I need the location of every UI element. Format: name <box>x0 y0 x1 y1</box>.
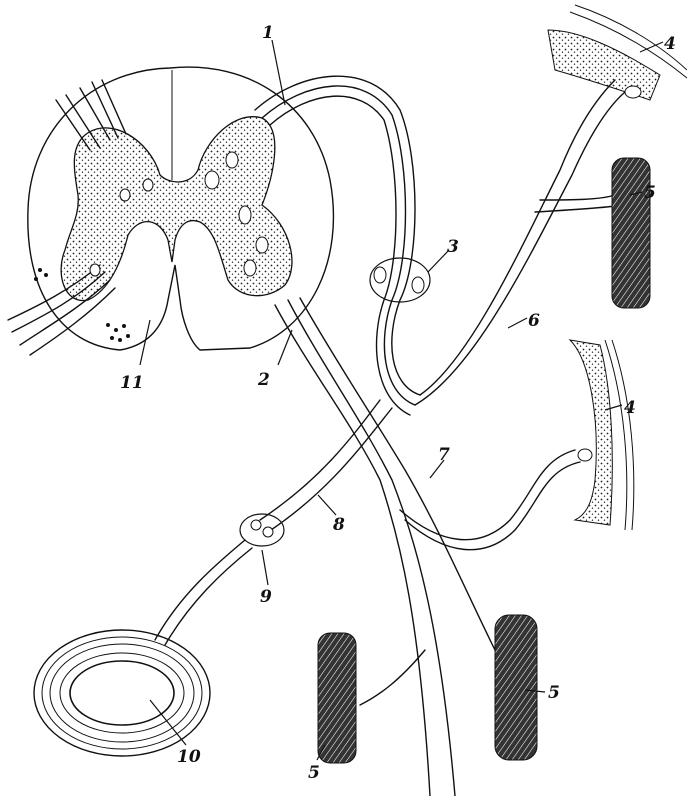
label-9: 9 <box>260 587 272 607</box>
skin-lower <box>570 340 634 530</box>
label-4-lower: 4 <box>624 398 636 418</box>
label-7: 7 <box>438 445 450 465</box>
lower-skin-branch <box>400 450 580 550</box>
ganglion-9 <box>155 514 284 645</box>
label-3: 3 <box>447 237 459 257</box>
label-11: 11 <box>120 373 144 393</box>
label-5-lower-right: 5 <box>548 683 560 703</box>
nerve-trunk <box>255 76 495 796</box>
label-4-upper: 4 <box>664 34 676 54</box>
label-5-lower-left: 5 <box>308 763 320 783</box>
label-6: 6 <box>528 311 540 331</box>
visceral-organ <box>34 630 210 756</box>
muscle-lower-right <box>495 615 537 760</box>
label-2: 2 <box>257 370 270 390</box>
spinal-cord-section <box>8 67 333 355</box>
muscle-upper <box>612 158 650 308</box>
ganglion-3 <box>370 258 430 302</box>
label-8: 8 <box>332 515 345 535</box>
label-1: 1 <box>262 23 274 43</box>
label-5-upper: 5 <box>644 183 656 203</box>
muscle-lower-left <box>318 633 425 763</box>
label-10: 10 <box>177 747 201 767</box>
